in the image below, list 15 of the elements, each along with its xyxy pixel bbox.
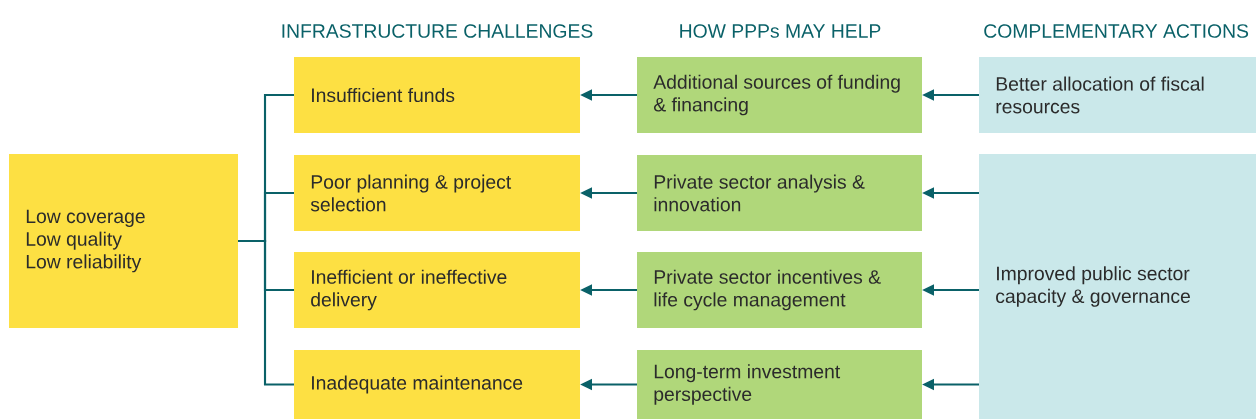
challenge-box: Inefficient or ineffective delivery — [294, 252, 580, 328]
solution-box: Private sector analysis & innovation — [637, 155, 922, 231]
solution-box: Additional sources of funding & financing — [637, 57, 922, 133]
challenge-box: Inadequate maintenance — [294, 350, 580, 419]
problem-box: Low coverage Low quality Low reliability — [9, 154, 238, 328]
challenge-box: Insufficient funds — [294, 57, 580, 133]
action-box: Improved public sector capacity & governance — [979, 154, 1256, 419]
column-heading: HOW PPPs MAY HELP — [680, 24, 881, 38]
column-heading: INFRASTRUCTURE CHALLENGES — [282, 24, 593, 38]
solution-box: Private sector incentives & life cycle management — [637, 252, 922, 328]
column-heading: COMPLEMENTARY ACTIONS — [984, 24, 1249, 38]
connector-line — [238, 239, 294, 386]
action-box: Better allocation of fiscal resources — [979, 57, 1256, 133]
challenge-box: Poor planning & project selection — [294, 155, 580, 231]
solution-box: Long-term investment perspective — [637, 350, 922, 419]
